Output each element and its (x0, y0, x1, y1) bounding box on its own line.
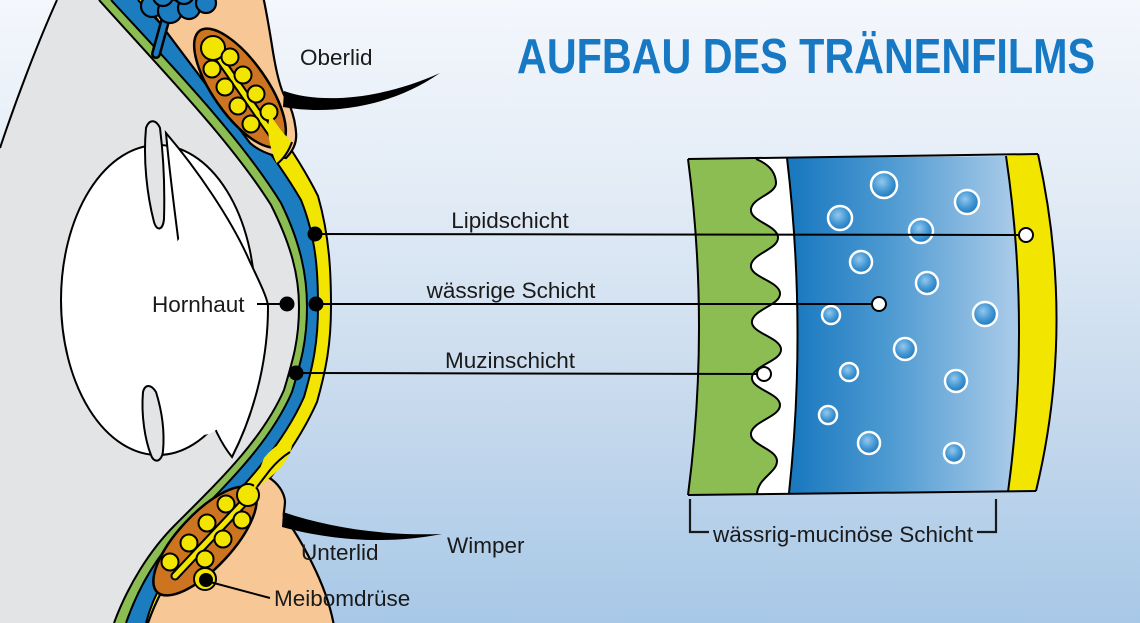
callouts (199, 226, 1034, 599)
label-oberlid: Oberlid (300, 45, 373, 70)
label-muzinschicht: Muzinschicht (445, 348, 576, 373)
meibomian-gland-lower (152, 483, 260, 597)
label-wimper: Wimper (447, 533, 525, 558)
label-meibomdruese: Meibomdrüse (274, 586, 410, 611)
panel-lipid-zone (1006, 154, 1057, 492)
eye-cross-section (0, 0, 333, 623)
bracket (688, 499, 998, 534)
label-hornhaut: Hornhaut (152, 292, 245, 317)
tear-meniscus-lower (253, 444, 292, 489)
label-lipidschicht: Lipidschicht (451, 208, 569, 233)
label-waessrig-mucinoese-schicht: wässrig-mucinöse Schicht (712, 522, 974, 547)
eyelash-upper (283, 73, 440, 110)
callout-dots-white (756, 227, 1034, 382)
label-unterlid: Unterlid (301, 540, 379, 565)
callout-dots-black (199, 226, 324, 587)
upper-eyelid (139, 0, 440, 165)
aqueous-bubbles (817, 170, 999, 465)
panel-aqueous-zone (787, 156, 1020, 493)
iris-fold-upper (144, 120, 166, 230)
chamber-lens-merge (156, 225, 248, 435)
tear-meniscus-upper (268, 114, 293, 165)
page-title: AUFBAU DES TRÄNENFILMS (517, 30, 1095, 84)
iris-fold-lower (141, 385, 165, 462)
panel-mucin-zone (688, 159, 782, 495)
label-waessrige-schicht: wässrige Schicht (426, 278, 597, 303)
meibomian-gland-upper (192, 27, 288, 149)
lacrimal-gland (139, 0, 218, 59)
eyelash-lower (282, 512, 442, 541)
lower-eyelid (146, 444, 442, 623)
panel-outlines (687, 153, 1058, 496)
magnified-tear-film-panel (687, 153, 1058, 534)
